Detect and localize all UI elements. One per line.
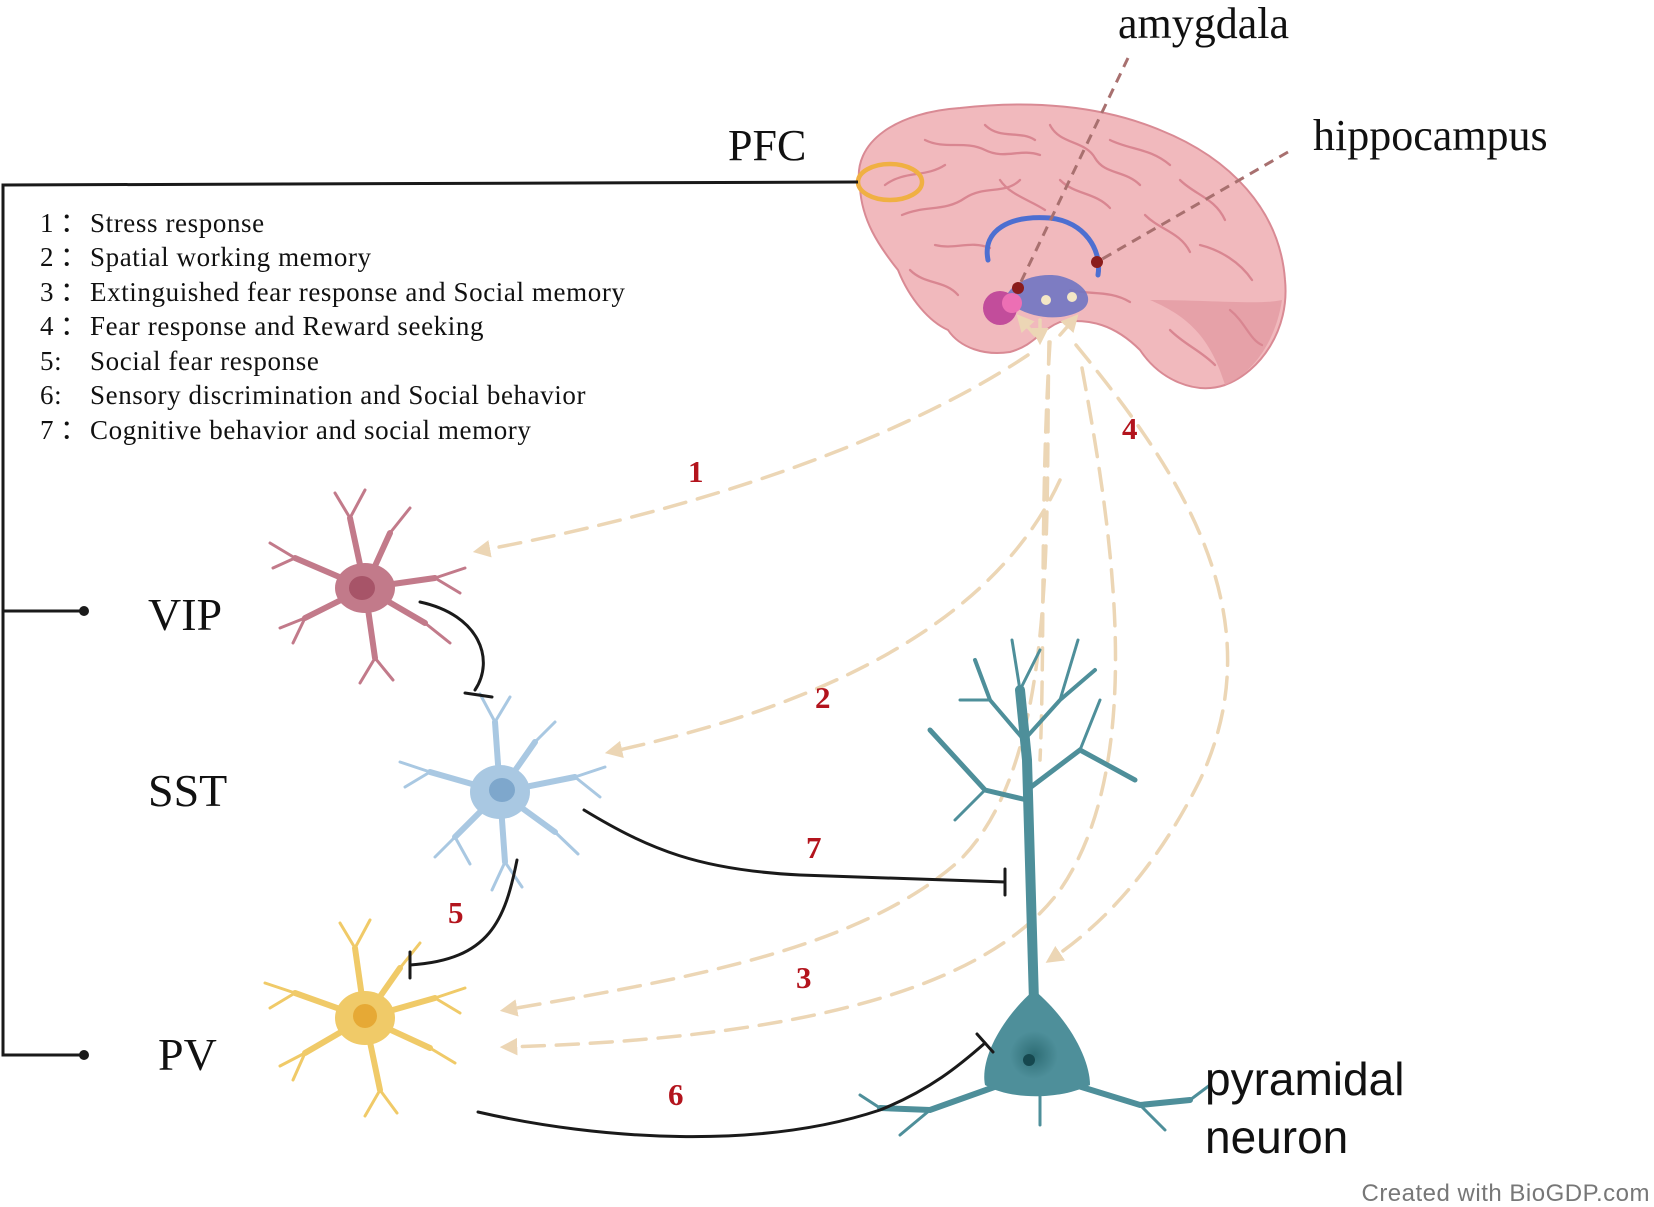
- inhibition-pv-to-pyramidal: [476, 1041, 987, 1139]
- sst-neuron-icon: [398, 692, 607, 892]
- vip-neuron-icon: [268, 488, 467, 685]
- projection-3b: [499, 366, 1118, 1056]
- legend-text-4: Fear response and Reward seeking: [90, 311, 484, 341]
- legend-text-7: Cognitive behavior and social memory: [90, 415, 532, 445]
- legend-sep-4: ：: [60, 311, 88, 341]
- pyramidal-label-line2: neuron: [1205, 1111, 1348, 1163]
- legend-num-4: 4: [40, 311, 54, 341]
- brain-illustration: [855, 103, 1287, 390]
- pyramidal-neuron-icon: [858, 638, 1212, 1137]
- pfc-bracket-tree: [1, 180, 859, 1060]
- legend-num-1: 1: [40, 208, 54, 238]
- legend: 1 ： Stress response 2 ： Spatial working …: [40, 208, 626, 445]
- pfc-label: PFC: [728, 121, 806, 170]
- projection-3a: [499, 340, 1051, 1017]
- legend-num-3: 3: [40, 277, 54, 307]
- legend-sep-2: ：: [60, 242, 88, 272]
- path-number-7: 7: [806, 830, 822, 865]
- amygdala-pointer-line: [1016, 57, 1130, 289]
- path-numbers: 1 2 3 4 5 6 7: [448, 411, 1138, 1112]
- legend-num-5: 5:: [40, 346, 62, 376]
- projection-fan-left: [1016, 314, 1037, 337]
- legend-sep-1: ：: [60, 208, 88, 238]
- hippocampus-label: hippocampus: [1313, 111, 1548, 160]
- inhibition-sst-to-pyramidal: [582, 808, 1007, 884]
- path-number-4: 4: [1122, 411, 1138, 446]
- path-number-3: 3: [796, 960, 812, 995]
- path-number-2: 2: [815, 680, 831, 715]
- legend-text-1: Stress response: [90, 208, 265, 238]
- inhibition-sst-to-pv: [408, 858, 519, 967]
- legend-text-2: Spatial working memory: [90, 242, 372, 272]
- projection-4: [1045, 343, 1230, 963]
- pyramidal-label-line1: pyramidal: [1205, 1053, 1404, 1105]
- projection-2: [604, 478, 1062, 758]
- inhibitory-connections: [408, 600, 1007, 1139]
- projection-1: [472, 353, 1030, 558]
- hippocampus-pointer-line: [1096, 150, 1289, 264]
- path-number-5: 5: [448, 895, 464, 930]
- legend-text-3: Extinguished fear response and Social me…: [90, 277, 626, 307]
- path-number-1: 1: [688, 454, 704, 489]
- legend-text-6: Sensory discrimination and Social behavi…: [90, 380, 586, 410]
- legend-text-5: Social fear response: [90, 346, 319, 376]
- legend-num-2: 2: [40, 242, 54, 272]
- amygdala-label: amygdala: [1118, 0, 1289, 48]
- vip-label: VIP: [148, 589, 222, 640]
- legend-num-6: 6:: [40, 380, 62, 410]
- legend-sep-7: ：: [60, 415, 88, 445]
- path-number-6: 6: [668, 1077, 684, 1112]
- inhibition-vip-to-sst: [418, 600, 485, 692]
- projection-arrows: [472, 314, 1230, 1056]
- sst-label: SST: [148, 765, 227, 816]
- credit-text: Created with BioGDP.com: [1361, 1180, 1650, 1207]
- projection-4b: [1038, 340, 1052, 762]
- pv-neuron-icon: [263, 918, 467, 1118]
- legend-num-7: 7: [40, 415, 54, 445]
- projection-fan-right: [1058, 314, 1079, 337]
- legend-sep-3: ：: [60, 277, 88, 307]
- pv-label: PV: [158, 1029, 217, 1080]
